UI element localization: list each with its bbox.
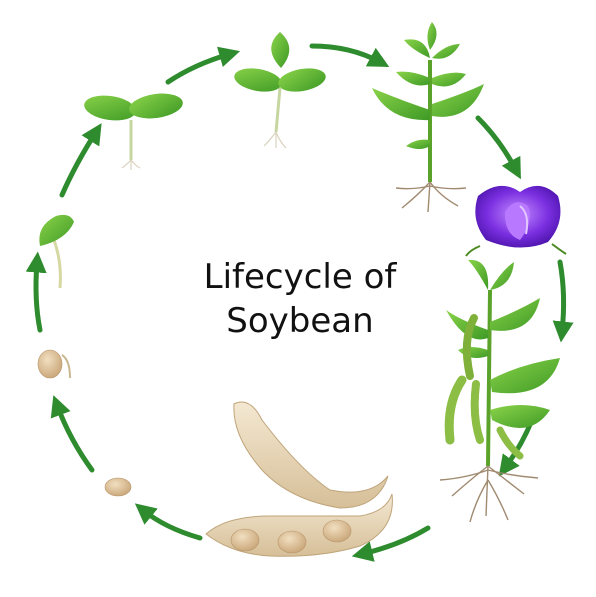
arrow-sprout-to-seedling: [59, 123, 102, 198]
title-line-2: Soybean: [226, 301, 374, 341]
arrow-mature-to-flower: [475, 115, 521, 180]
sprout-icon: [39, 214, 74, 289]
arrow-seed-to-germinating: [50, 395, 95, 473]
title-line-1: Lifecycle of: [203, 257, 397, 297]
fruiting-plant-icon: [439, 259, 560, 523]
cycle-arrows: [25, 43, 574, 562]
arrow-flower-to-fruiting: [552, 259, 574, 343]
arrow-young-to-mature: [309, 43, 390, 67]
arrow-pods-to-seed: [351, 525, 431, 562]
arrow-seedling-to-young: [165, 46, 241, 85]
germinating-seed-icon: [37, 349, 71, 379]
arrow-germinating-to-sprout: [25, 251, 47, 333]
mature-plant-icon: [372, 22, 484, 213]
seed-icon: [104, 477, 132, 497]
diagram-title: Lifecycle of Soybean: [160, 255, 440, 343]
young-plant-icon: [234, 32, 326, 149]
pod-icon: [205, 401, 393, 557]
seedling-icon: [84, 93, 183, 170]
arrow-seed-to-pod: [134, 503, 203, 541]
flower-icon: [465, 185, 567, 257]
